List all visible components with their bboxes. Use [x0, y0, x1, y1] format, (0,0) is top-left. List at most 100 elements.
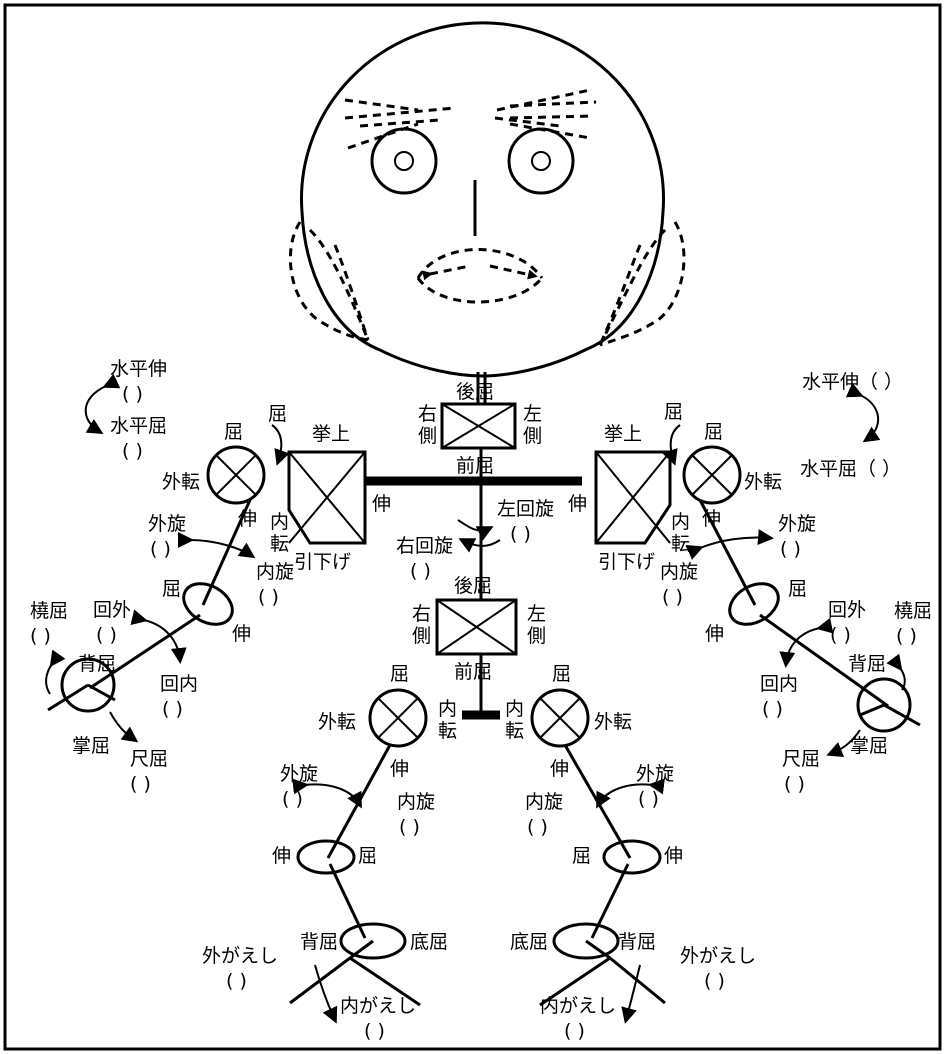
l-sh-hext-label: 水平伸（ ）: [802, 371, 903, 393]
l-sh-hflex-label: 水平屈（ ）: [800, 458, 901, 480]
head: [290, 23, 684, 376]
r-sh-hext-label: 水平伸: [110, 358, 167, 380]
l-elbow-flex-label: 屈: [788, 578, 807, 600]
r-wrist-ulnar-label: 尺屈: [130, 748, 168, 770]
l-shoulder-flex-label: 屈: [704, 421, 723, 443]
l-foot-eversion-label: 外がえし: [680, 945, 756, 967]
r-knee-flex-label: 屈: [358, 845, 377, 867]
trunk-left-lateral-label: 左側: [527, 603, 546, 647]
r-scapula-elev-label: 挙上: [312, 423, 350, 445]
r-hip-flex-label: 屈: [390, 663, 409, 685]
l-scapula-elev-label: 挙上: [604, 423, 642, 445]
r-sh-erot-label: 外旋: [148, 513, 186, 535]
mouth-dashes: [418, 250, 542, 303]
l-sh-erot-label: 外旋: [778, 513, 816, 535]
label-line: 転: [270, 533, 289, 555]
r-sh-irot-paren: ( ): [258, 586, 279, 608]
r-shoulder-add-label: 内転: [270, 511, 289, 555]
l-wrist-radial-label: 橈屈: [894, 600, 932, 622]
brow-muscle-dashes: [345, 90, 596, 148]
r-hip-irot-label: 内旋: [397, 791, 435, 813]
l-foot-inversion-label: 内がえし: [540, 995, 616, 1017]
label-line: 側: [412, 625, 431, 647]
l-foot-inversion-paren: ( ): [564, 1020, 585, 1042]
right-knee-joint: [298, 841, 354, 873]
r-elbow-ext-label: 伸: [232, 623, 251, 645]
left-knee-joint: [604, 841, 660, 873]
r-scapula-ext-label: 伸: [372, 493, 391, 515]
trunk-flexion-label: 前屈: [454, 661, 492, 683]
l-ankle-plantar-label: 底屈: [510, 931, 548, 953]
r-hip-erot-paren: ( ): [282, 788, 303, 810]
r-hip-ext-label: 伸: [390, 758, 409, 780]
left-leg: [532, 690, 665, 1020]
r-shoulder-girdle-flex-label: 屈: [268, 403, 287, 425]
r-wrist-ulnar-paren: ( ): [130, 773, 151, 795]
label-line: 転: [671, 533, 690, 555]
l-shoulder-girdle-flex-label: 屈: [664, 401, 683, 423]
l-scapula-ext-label: 伸: [568, 493, 587, 515]
r-wrist-dorsi-label: 背屈: [78, 653, 116, 675]
label-line: 転: [505, 720, 524, 742]
l-wrist-palmar-label: 掌屈: [850, 735, 888, 757]
l-sh-irot-paren: ( ): [662, 586, 683, 608]
r-sh-erot-paren: ( ): [150, 538, 171, 560]
r-shoulder-ext-label: 伸: [238, 508, 257, 530]
r-sh-hflex-paren: ( ): [122, 440, 143, 462]
label-line: 側: [527, 625, 546, 647]
l-hip-erot-paren: ( ): [638, 788, 659, 810]
l-hip-erot-label: 外旋: [636, 763, 674, 785]
l-sh-erot-paren: ( ): [780, 538, 801, 560]
r-sh-hflex-label: 水平屈: [110, 415, 167, 437]
r-forearm-sup-paren: ( ): [96, 624, 117, 646]
label-line: 転: [438, 720, 457, 742]
r-forearm-pro-paren: ( ): [162, 698, 183, 720]
l-forearm-pro-paren: ( ): [762, 698, 783, 720]
l-elbow-ext-label: 伸: [705, 623, 724, 645]
l-wrist-dorsi-label: 背屈: [848, 653, 886, 675]
trunk-right-lateral-label: 右側: [412, 603, 431, 647]
l-hip-abd-label: 外転: [594, 711, 632, 733]
trunk-extension-label: 後屈: [454, 575, 492, 597]
r-elbow-flex-label: 屈: [162, 578, 181, 600]
l-foot-eversion-paren: ( ): [704, 970, 725, 992]
r-forearm-pro-label: 回内: [160, 673, 198, 695]
neck-extension-label: 後屈: [456, 381, 494, 403]
r-foot-inversion-label: 内がえし: [340, 995, 416, 1017]
r-foot-eversion-paren: ( ): [226, 970, 247, 992]
l-ankle-dorsi-label: 背屈: [618, 931, 656, 953]
l-shoulder-add-label: 内転: [671, 511, 690, 555]
label-line: 側: [418, 425, 437, 447]
l-wrist-radial-paren: ( ): [896, 625, 917, 647]
r-shoulder-flex-label: 屈: [224, 421, 243, 443]
r-hip-irot-paren: ( ): [399, 816, 420, 838]
r-ankle-plantar-label: 底屈: [410, 931, 448, 953]
r-foot-eversion-label: 外がえし: [202, 945, 278, 967]
left-arm: [596, 395, 920, 754]
l-hip-irot-label: 内旋: [525, 791, 563, 813]
right-eye: [372, 129, 436, 193]
r-forearm-sup-label: 回外: [93, 599, 131, 621]
l-knee-flex-label: 屈: [572, 845, 591, 867]
r-wrist-radial-label: 橈屈: [30, 600, 68, 622]
neck-right-lateral-label: 右側: [418, 403, 437, 447]
l-wrist-ulnar-paren: ( ): [784, 773, 805, 795]
trunk-left-rotation-label: 左回旋: [497, 498, 554, 520]
l-hip-irot-paren: ( ): [527, 816, 548, 838]
l-scapula-depress-label: 引下げ: [598, 551, 655, 573]
trunk-left-rotation-paren: ( ): [510, 523, 531, 545]
trunk-right-rotation-paren: ( ): [410, 560, 431, 582]
trunk-right-rotation-label: 右回旋: [396, 535, 453, 557]
r-hip-abd-label: 外転: [318, 711, 356, 733]
l-wrist-ulnar-label: 尺屈: [782, 748, 820, 770]
l-hip-flex-label: 屈: [552, 663, 571, 685]
l-shoulder-ext-label: 伸: [702, 508, 721, 530]
label-line: 側: [523, 425, 542, 447]
l-forearm-sup-label: 回外: [828, 599, 866, 621]
r-sh-irot-label: 内旋: [256, 561, 294, 583]
r-scapula-depress-label: 引下げ: [294, 551, 351, 573]
l-shoulder-abd-label: 外転: [744, 471, 782, 493]
l-forearm-pro-label: 回内: [760, 673, 798, 695]
r-wrist-radial-paren: ( ): [30, 625, 51, 647]
